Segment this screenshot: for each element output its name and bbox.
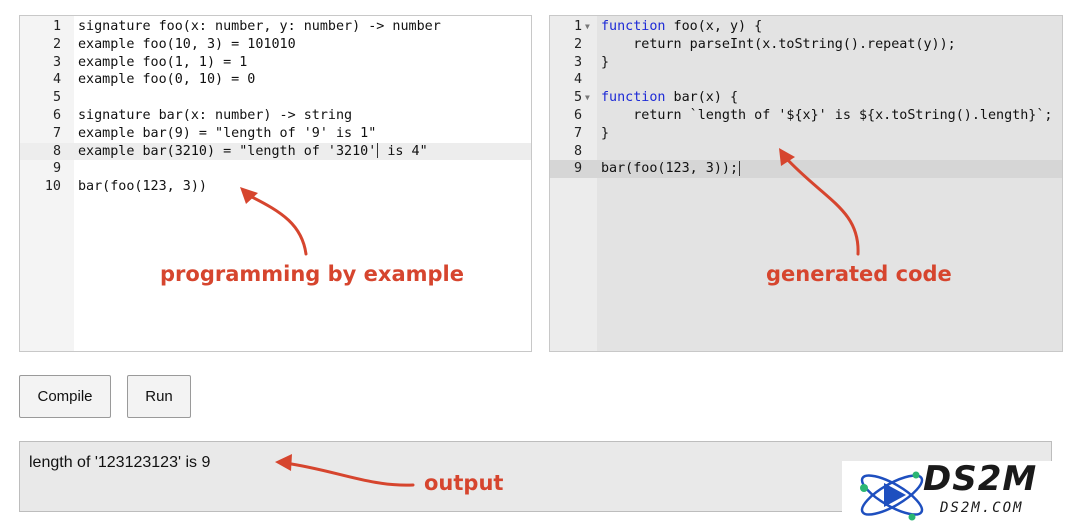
line-code: signature bar(x: number) -> string [78,107,353,123]
line-code: bar(foo(123, 3)) [78,179,207,195]
line-number-gutter [20,16,74,351]
editor-line-active[interactable]: 9 bar(foo(123, 3)); [550,160,1062,178]
line-number: 7 [52,125,61,141]
line-number: 6 [52,107,61,123]
generated-code-lines[interactable]: 1▼function foo(x, y) { 2 return parseInt… [550,18,1062,178]
code-text: bar(foo(123, 3)); [601,161,739,177]
generated-code-editor[interactable]: 1▼function foo(x, y) { 2 return parseInt… [549,15,1063,352]
editor-line[interactable]: 8 [550,143,1062,161]
line-number: 8 [573,143,582,159]
arrow-to-output [283,461,415,487]
editor-line[interactable]: 7} [550,125,1062,143]
line-number: 9 [52,161,61,177]
arrowhead-icon [275,454,292,471]
example-editor[interactable]: 1 signature foo(x: number, y: number) -> … [19,15,532,352]
annotation-generated-code: generated code [766,262,952,286]
line-number: 4 [573,72,582,88]
atom-logo-icon [860,471,924,521]
line-number: 10 [44,179,61,195]
editor-line[interactable]: 4 example foo(0, 10) = 0 [20,71,531,89]
line-code: bar(foo(123, 3)); [601,160,741,178]
annotation-output: output [424,471,504,495]
line-code: } [601,125,609,143]
line-number: 7 [573,125,582,141]
line-code: example foo(1, 1) = 1 [78,54,248,70]
fold-arrow-icon[interactable]: ▼ [585,93,590,103]
code-text: foo(x, y) { [665,19,763,34]
editor-line[interactable]: 6 return `length of '${x}' is ${x.toStri… [550,107,1062,125]
editor-line[interactable]: 5▼ function bar(x) { [550,89,1062,107]
code-text: } [601,125,610,141]
watermark-brand: DS2M [923,459,1038,499]
arrow-to-example-editor [248,194,308,256]
compile-button[interactable]: Compile [19,375,111,418]
line-number: 8 [52,143,61,159]
line-code: function bar(x) { [601,89,738,107]
line-number: 6 [573,107,582,123]
editor-line[interactable]: 9 [20,160,531,178]
code-text: return parseInt(x.toString().repeat(y)); [601,36,956,52]
line-code: signature foo(x: number, y: number) -> n… [78,19,441,34]
arrowhead-icon [779,148,795,166]
code-text: return `length of '${x}' is ${x.toString… [601,107,1053,123]
annotation-programming-by-example: programming by example [160,262,464,286]
editor-line[interactable]: 1▼ function foo(x, y) { [550,18,1062,36]
editor-line[interactable]: 1 signature foo(x: number, y: number) -> … [20,18,531,36]
editor-line[interactable]: 5 [20,89,531,107]
text-cursor [377,143,379,159]
editor-line[interactable]: 3} [550,54,1062,72]
fold-arrow-icon[interactable]: ▼ [585,22,590,31]
run-button[interactable]: Run [127,375,191,418]
keyword: function [601,19,666,34]
editor-line[interactable]: 2 example foo(10, 3) = 101010 [20,36,531,54]
line-number: 5 [573,90,582,106]
code-before-cursor: example bar(3210) = "length of '3210' [78,143,377,159]
watermark-logo: DS2M DS2M.COM [842,459,1080,529]
editor-line[interactable]: 7 example bar(9) = "length of '9' is 1" [20,125,531,143]
example-editor-lines[interactable]: 1 signature foo(x: number, y: number) -> … [20,18,531,196]
editor-line[interactable]: 2 return parseInt(x.toString().repeat(y)… [550,36,1062,54]
line-code: } [601,54,609,72]
editor-line[interactable]: 4 [550,71,1062,89]
line-number: 1 [52,19,61,34]
line-code: example foo(0, 10) = 0 [78,72,256,88]
line-code: return `length of '${x}' is ${x.toString… [601,107,1052,125]
code-text: } [601,54,610,70]
text-cursor [739,160,741,176]
line-number: 5 [52,90,61,106]
keyword: function [601,90,666,106]
output-text: length of '123123123' is 9 [29,454,211,471]
editor-line[interactable]: 10 bar(foo(123, 3)) [20,178,531,196]
editor-line[interactable]: 3 example foo(1, 1) = 1 [20,54,531,72]
arrowhead-icon [240,187,258,204]
line-code: example bar(3210) = "length of '3210' is… [78,143,428,161]
line-number: 2 [52,36,61,52]
line-code: return parseInt(x.toString().repeat(y)); [601,36,956,54]
code-text: bar(x) { [665,90,739,106]
line-number: 1 [573,19,582,34]
line-number: 9 [573,161,582,177]
line-code: example foo(10, 3) = 101010 [78,36,296,52]
line-number: 3 [52,54,61,70]
editor-line[interactable]: 6 signature bar(x: number) -> string [20,107,531,125]
line-number: 3 [573,54,582,70]
line-code: function foo(x, y) { [601,18,762,36]
line-number: 4 [52,72,61,88]
line-code: example bar(9) = "length of '9' is 1" [78,125,377,141]
watermark-url: DS2M.COM [940,500,1024,516]
editor-line-active[interactable]: 8 example bar(3210) = "length of '3210' i… [20,142,531,161]
line-number: 2 [573,36,582,52]
code-after-cursor: is 4" [379,143,428,159]
arrow-to-generated-code [783,155,860,256]
line-number-gutter [550,16,597,351]
